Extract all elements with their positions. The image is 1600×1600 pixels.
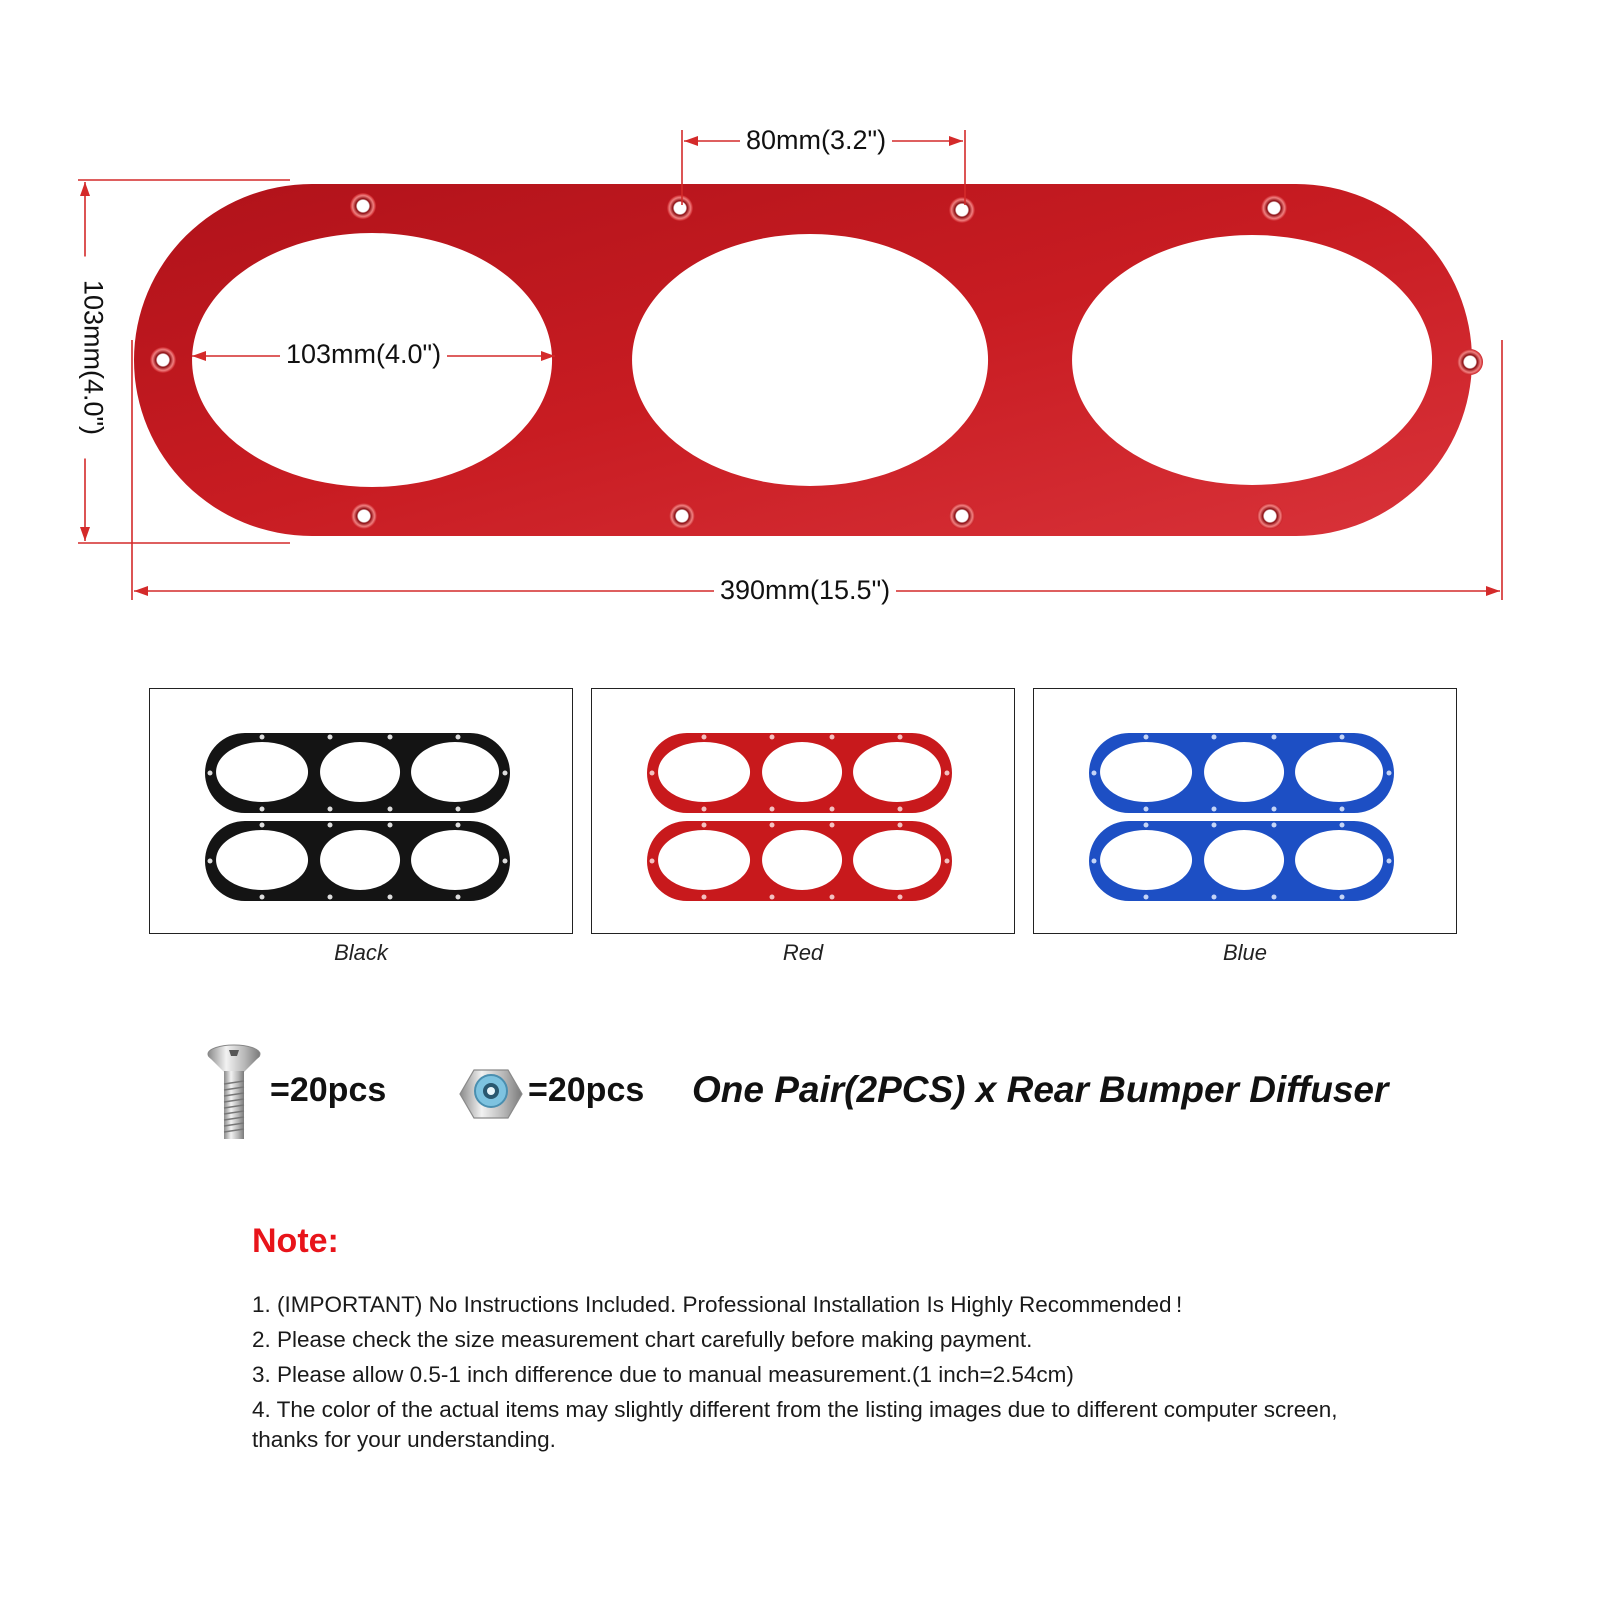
package-headline: One Pair(2PCS) x Rear Bumper Diffuser [692,1069,1389,1110]
mounting-hole [1261,195,1287,221]
blue-plates-image [1089,733,1394,901]
note-item-1: 1. (IMPORTANT) No Instructions Included.… [252,1292,1183,1317]
variant-blue-label: Blue [1222,940,1268,965]
mounting-hole [150,347,176,373]
mounting-hole [667,195,693,221]
variant-red-box[interactable] [591,688,1015,934]
dimension-hole-width: 103mm(4.0") [280,341,448,368]
variant-blue-box[interactable] [1033,688,1457,934]
mounting-holes [150,193,1483,529]
note-title: Note: [252,1222,339,1260]
dimension-overall-length: 390mm(15.5") [714,577,897,604]
nut-icon [459,1069,523,1119]
note-item-2: 2. Please check the size measurement cha… [252,1327,1033,1352]
mounting-hole [350,193,376,219]
variant-black-box[interactable] [149,688,573,934]
dimension-top-spacing: 80mm(3.2") [740,127,893,154]
note-item-4: 4. The color of the actual items may sli… [252,1397,1338,1452]
screw-icon [207,1044,261,1139]
dimension-height: 103mm(4.0") [79,256,109,459]
note-item-3: 3. Please allow 0.5-1 inch difference du… [252,1362,1074,1387]
mounting-hole [669,503,695,529]
main-plate-diagram [78,130,1503,600]
nut-quantity: =20pcs [528,1071,645,1109]
main-plate [134,184,1472,536]
mounting-hole [949,503,975,529]
mounting-hole [1457,349,1483,375]
red-plates-image [647,733,952,901]
black-plates-image [205,733,510,901]
variant-red-label: Red [782,940,824,965]
mounting-hole [1257,503,1283,529]
screw-quantity: =20pcs [270,1071,387,1109]
variant-black-label: Black [334,940,388,965]
mounting-hole [351,503,377,529]
mounting-hole [949,197,975,223]
